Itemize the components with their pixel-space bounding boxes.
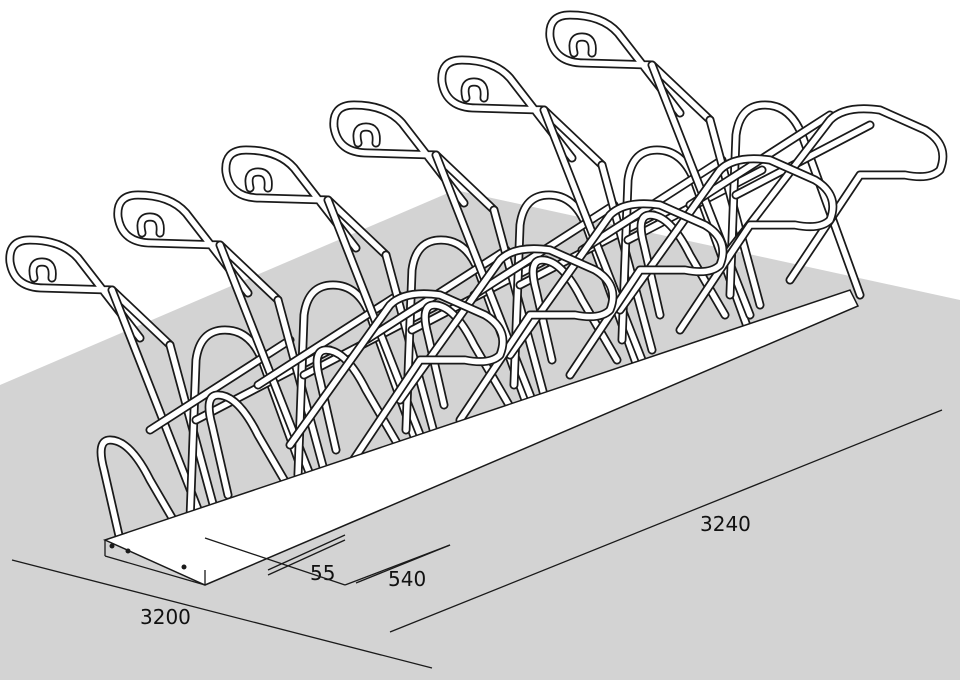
rear-arm	[725, 104, 948, 285]
rear-arms	[285, 104, 948, 470]
dimension-width: 3200	[11, 559, 433, 669]
dimension-spacing: 540	[204, 537, 451, 591]
dimension-gap-label: 55	[310, 561, 335, 585]
bolt	[181, 564, 187, 570]
bolt	[109, 543, 115, 549]
base-beam	[102, 289, 860, 586]
rear-arm	[287, 291, 506, 468]
dimension-length-label: 3240	[700, 512, 751, 536]
rear-arm	[397, 246, 616, 423]
dimension-spacing-label: 540	[388, 567, 426, 591]
rear-arm	[727, 106, 946, 283]
dimension-width-label: 3200	[140, 605, 191, 629]
rear-arm	[507, 201, 726, 378]
rear-arm	[617, 156, 836, 333]
dimension-length: 3240	[389, 409, 943, 633]
bolt	[125, 548, 131, 554]
